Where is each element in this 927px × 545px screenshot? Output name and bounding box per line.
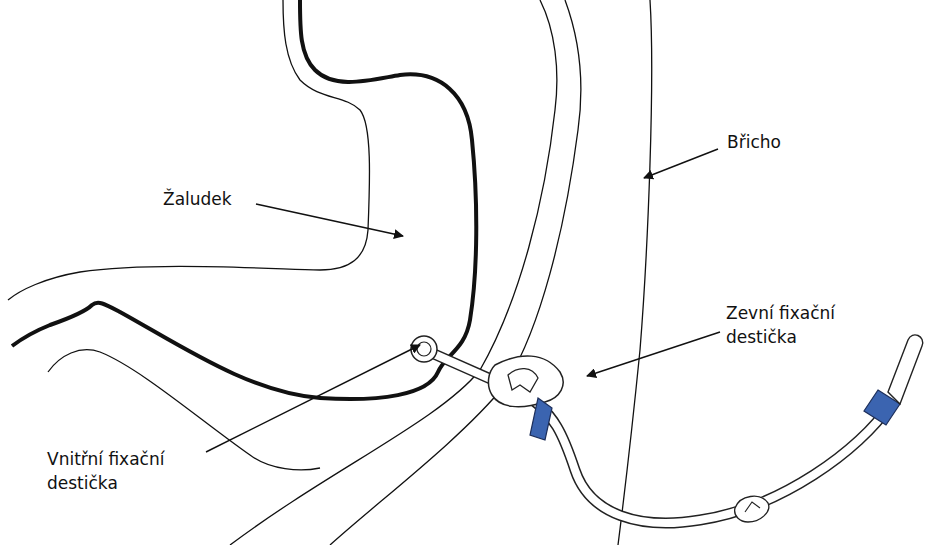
organ-label: Žaludek [163,187,255,211]
anatomy-outline [8,0,652,545]
stomach-wall [12,0,476,399]
part-label: Vnitřní fixační destička [47,447,217,495]
body-label: Břicho [727,130,807,154]
peg-tube [411,335,923,523]
part-label: Zevní fixační destička [726,301,851,349]
leader-arrows [206,149,720,452]
